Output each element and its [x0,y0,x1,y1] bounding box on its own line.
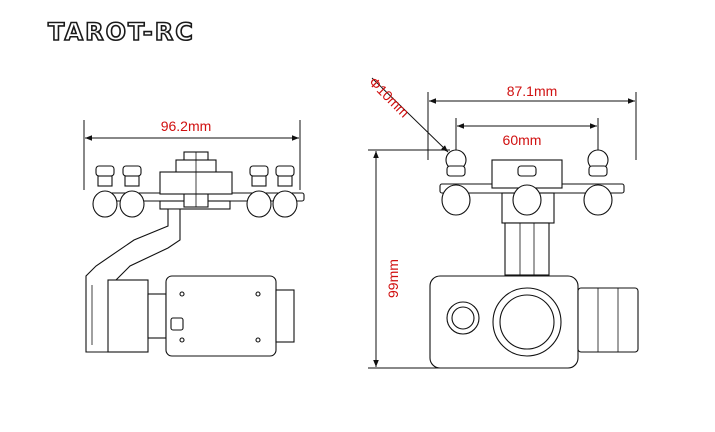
damper-diameter-label: Φ10mm [366,74,413,121]
camera-lenses [446,287,562,357]
mount-spacing-dimension: 60mm [455,118,599,165]
side-view: 96.2mm [83,118,305,357]
brand-logo: TAROT-RC [48,18,195,46]
side-damper-left [92,165,145,218]
side-width-dimension: 96.2mm [83,118,301,190]
damper-diameter-dimension: Φ10mm [366,74,449,153]
mount-spacing-label: 60mm [503,132,542,148]
height-dimension: 99mm [368,149,450,369]
front-dampers [441,165,613,216]
front-view: 87.1mm 60mm Φ10mm 99mm [366,74,639,369]
height-label: 99mm [385,259,401,298]
side-width-label: 96.2mm [161,118,212,134]
side-damper-right [246,165,298,218]
front-width-dimension: 87.1mm [427,83,637,160]
front-width-label: 87.1mm [507,83,558,99]
